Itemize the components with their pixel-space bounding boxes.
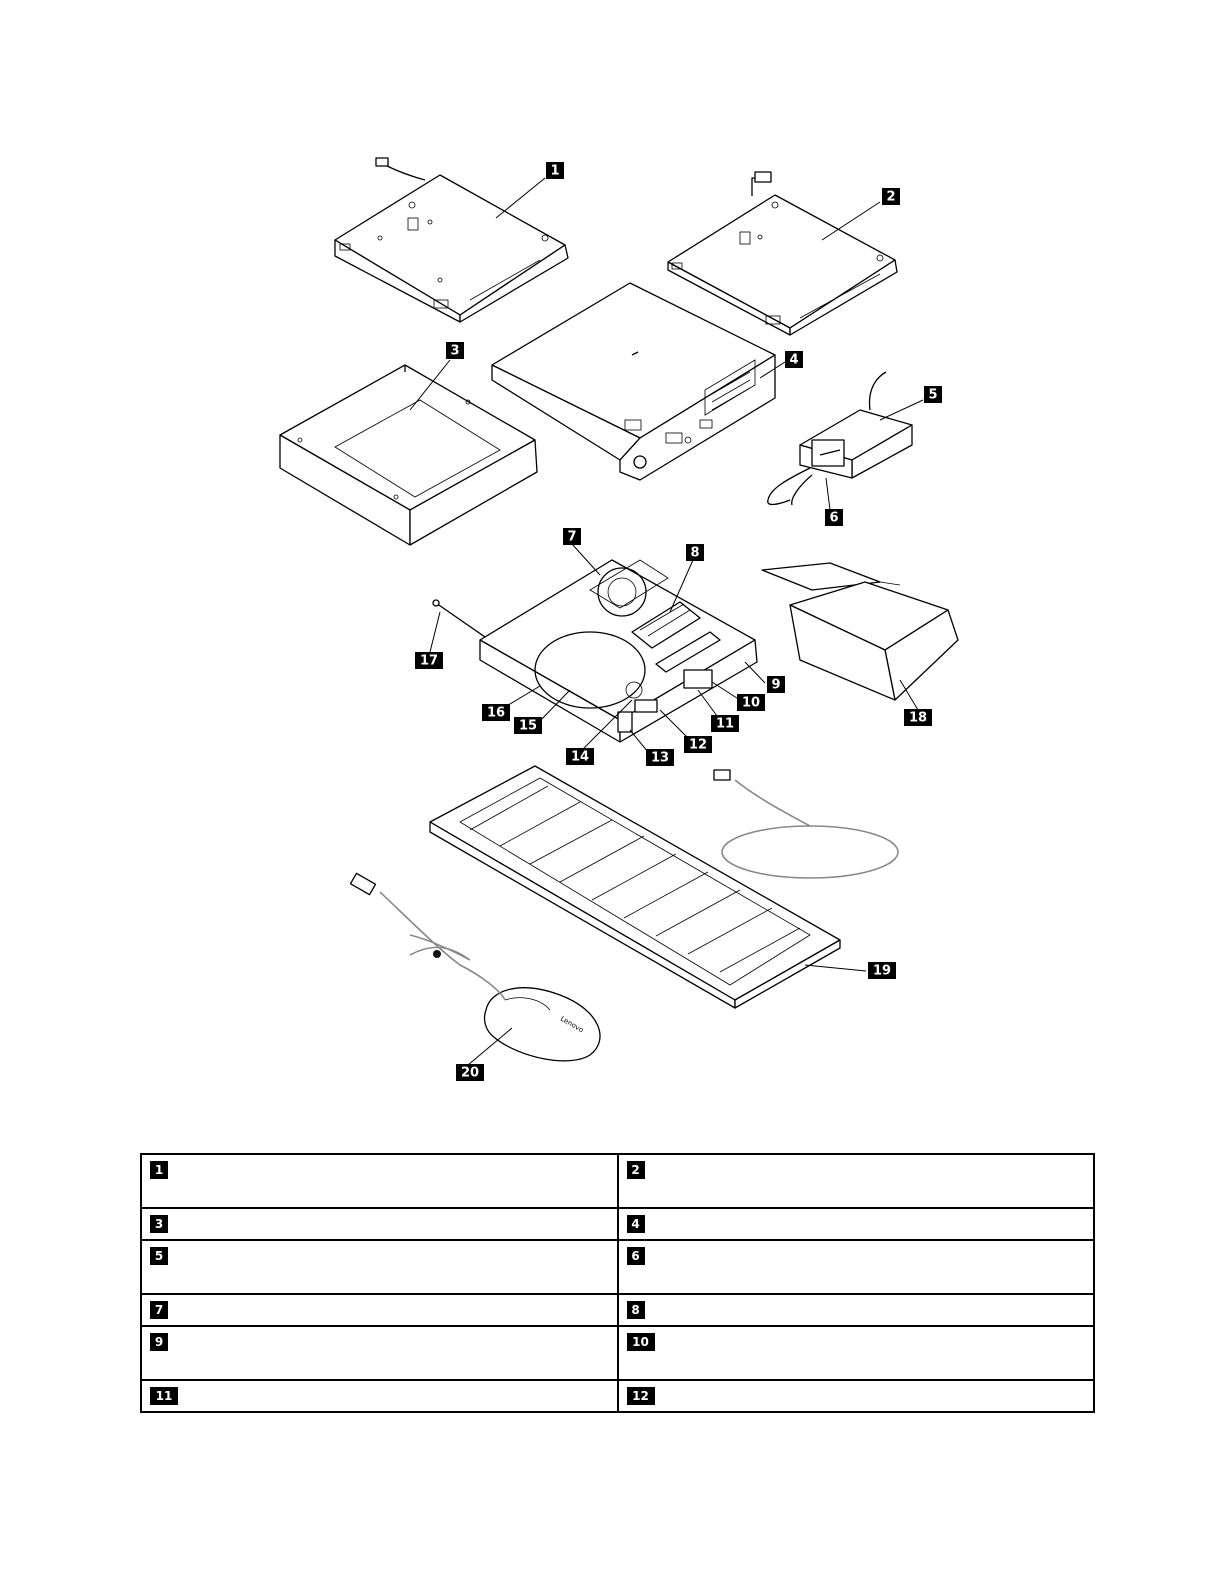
svg-text:13: 13 xyxy=(651,751,669,766)
legend-number-badge: 8 xyxy=(626,1301,645,1319)
callout-20: 20 xyxy=(456,1064,484,1081)
vertical-stand xyxy=(761,562,959,701)
callout-13: 13 xyxy=(646,749,674,766)
callout-2: 2 xyxy=(882,188,900,205)
legend-cell-right: 2 xyxy=(616,1153,1095,1209)
legend-number-badge: 6 xyxy=(626,1247,645,1265)
legend-number-badge: 4 xyxy=(626,1215,645,1233)
callout-18: 18 xyxy=(904,709,932,726)
svg-text:2: 2 xyxy=(886,190,895,205)
svg-text:14: 14 xyxy=(571,750,589,765)
legend-number-badge: 2 xyxy=(626,1161,645,1179)
callout-19: 19 xyxy=(868,962,896,979)
computer-chassis-internals xyxy=(432,559,758,743)
svg-text:8: 8 xyxy=(690,546,699,561)
callout-10: 10 xyxy=(737,694,765,711)
callout-4: 4 xyxy=(785,351,803,368)
callout-9: 9 xyxy=(767,676,785,693)
svg-text:18: 18 xyxy=(909,711,927,726)
svg-text:5: 5 xyxy=(928,388,937,403)
callout-14: 14 xyxy=(566,748,594,765)
mouse: Lenovo xyxy=(349,872,601,1062)
legend-row: 9 10 xyxy=(140,1325,1095,1381)
legend-cell-right: 10 xyxy=(616,1325,1095,1381)
legend-cell-right: 6 xyxy=(616,1239,1095,1295)
legend-number-badge: 10 xyxy=(626,1333,655,1351)
callout-16: 16 xyxy=(482,704,510,721)
legend-number-badge: 1 xyxy=(150,1161,168,1179)
svg-text:12: 12 xyxy=(689,738,707,753)
callout-11: 11 xyxy=(711,715,739,732)
legend-cell-right: 12 xyxy=(616,1379,1095,1413)
leader-lines xyxy=(409,177,924,1066)
callout-8: 8 xyxy=(686,544,704,561)
legend-number-badge: 9 xyxy=(150,1333,168,1351)
power-adapter xyxy=(767,371,913,506)
callout-5: 5 xyxy=(924,386,942,403)
callout-1: 1 xyxy=(546,162,564,179)
callout-3: 3 xyxy=(446,342,464,359)
svg-text:9: 9 xyxy=(771,678,780,693)
mounting-bracket xyxy=(279,364,538,546)
svg-text:11: 11 xyxy=(716,717,734,732)
legend-cell-left: 3 xyxy=(140,1207,619,1241)
legend-row: 11 12 xyxy=(140,1379,1095,1413)
legend-cell-left: 11 xyxy=(140,1379,619,1413)
legend-number-badge: 5 xyxy=(150,1247,168,1265)
svg-text:1: 1 xyxy=(550,164,559,179)
svg-text:10: 10 xyxy=(742,696,760,711)
svg-text:3: 3 xyxy=(450,344,459,359)
svg-text:15: 15 xyxy=(519,719,537,734)
legend-cell-right: 4 xyxy=(616,1207,1095,1241)
svg-text:6: 6 xyxy=(829,511,838,526)
svg-text:19: 19 xyxy=(873,964,891,979)
callout-12: 12 xyxy=(684,736,712,753)
callout-15: 15 xyxy=(514,717,542,734)
optical-drive-enclosure-left xyxy=(334,157,569,323)
callout-17: 17 xyxy=(415,652,443,669)
legend-cell-left: 9 xyxy=(140,1325,619,1381)
svg-text:16: 16 xyxy=(487,706,505,721)
optical-drive-enclosure-right xyxy=(667,171,898,336)
svg-text:7: 7 xyxy=(567,530,576,545)
legend-cell-left: 5 xyxy=(140,1239,619,1295)
svg-text:17: 17 xyxy=(420,654,438,669)
legend-number-badge: 3 xyxy=(150,1215,168,1233)
legend-number-badge: 12 xyxy=(626,1387,655,1405)
svg-text:4: 4 xyxy=(789,353,798,368)
legend-number-badge: 11 xyxy=(150,1387,178,1405)
legend-number-badge: 7 xyxy=(150,1301,168,1319)
svg-text:20: 20 xyxy=(461,1066,479,1081)
computer-unit xyxy=(491,282,776,481)
legend-cell-left: 7 xyxy=(140,1293,619,1327)
legend-cell-right: 8 xyxy=(616,1293,1095,1327)
keyboard xyxy=(429,765,899,1009)
callout-6: 6 xyxy=(825,509,843,526)
callout-7: 7 xyxy=(563,528,581,545)
exploded-parts-illustration: Lenovo 1 2 3 4 5 6 7 8 9 10 11 12 13 xyxy=(279,157,959,1081)
legend-cell-left: 1 xyxy=(140,1153,619,1209)
